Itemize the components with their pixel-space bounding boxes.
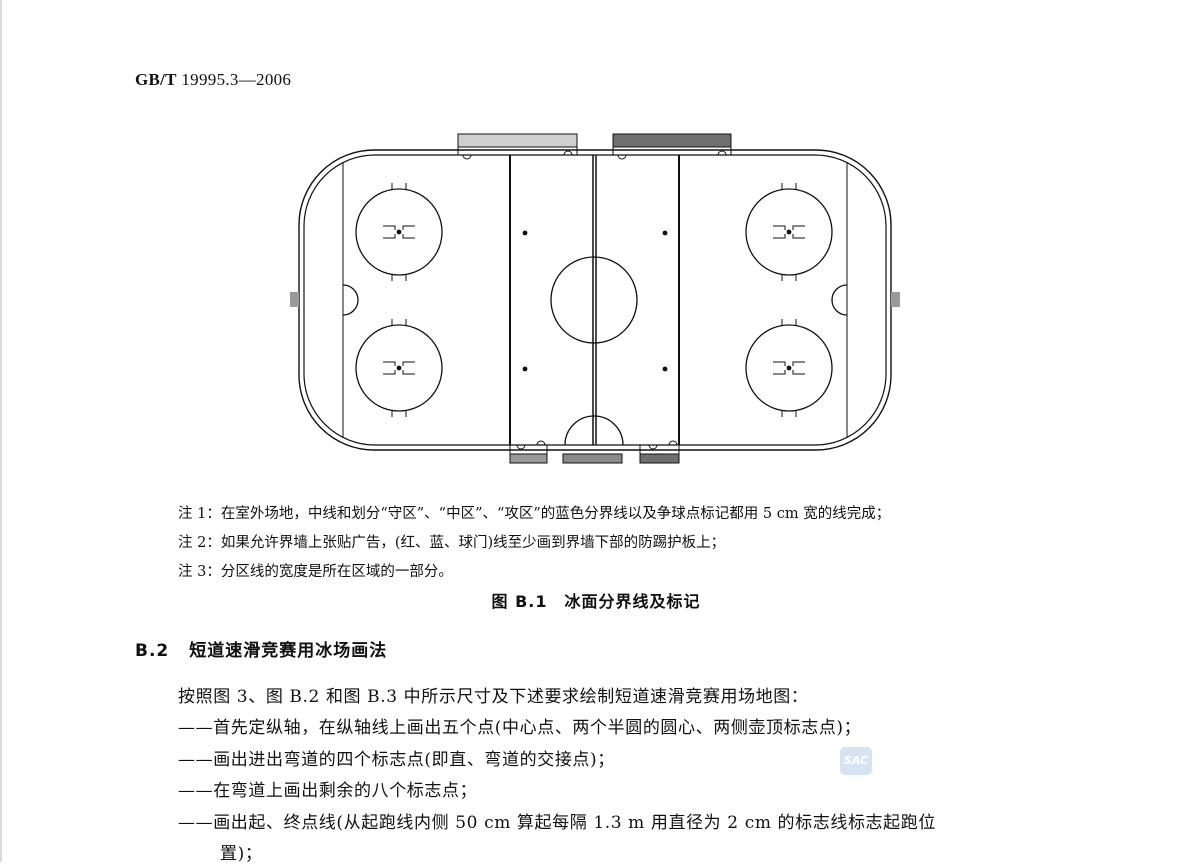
player-bench-left [457, 133, 578, 148]
goal-net-left [290, 292, 299, 307]
neutral-zone-dot [662, 230, 668, 236]
list-item: ——在弯道上画出剩余的八个标志点； [178, 781, 478, 801]
faceoff-dot [786, 229, 792, 235]
page-edge [0, 0, 2, 862]
goal-crease-right [831, 284, 848, 316]
section-heading: B.2 短道速滑竞赛用冰场画法 [135, 636, 387, 661]
rink-outer-board [298, 149, 892, 451]
faceoff-dot [396, 229, 402, 235]
penalty-bench-right [639, 453, 680, 464]
faceoff-dot [396, 365, 402, 371]
faceoff-circle-right-top [745, 188, 833, 276]
note-2: 注 2：如果允许界墙上张贴广告，(红、蓝、球门)线至少画到界墙下部的防踢护板上； [178, 535, 726, 551]
standard-code: GB/T 19995.3—2006 [135, 70, 292, 89]
faceoff-dot [786, 365, 792, 371]
note-3: 注 3：分区线的宽度是所在区域的一部分。 [178, 564, 453, 580]
neutral-zone-dot [662, 366, 668, 372]
center-circle [550, 256, 638, 344]
rink-inner-board [303, 154, 887, 446]
list-item: ——首先定纵轴，在纵轴线上画出五个点(中心点、两个半圆的圆心、两侧壶顶标志点)； [178, 718, 862, 738]
sac-watermark-logo: SAC [840, 747, 872, 775]
list-item: ——画出起、终点线(从起跑线内侧 50 cm 算起每隔 1.3 m 用直径为 2… [178, 813, 936, 833]
neutral-zone-dot [522, 230, 528, 236]
faceoff-circle-left-bottom [355, 324, 443, 412]
figure-caption: 图 B.1 冰面分界线及标记 [491, 592, 701, 611]
player-bench-right [612, 133, 732, 148]
faceoff-circle-left-top [355, 188, 443, 276]
goal-net-right [891, 292, 900, 307]
referee-crease [564, 415, 624, 446]
penalty-bench-left [509, 453, 548, 464]
section-number: B.2 [135, 641, 170, 661]
section-title: 短道速滑竞赛用冰场画法 [189, 641, 388, 661]
faceoff-circle-right-bottom [745, 324, 833, 412]
timekeeper-bench [562, 453, 623, 464]
ice-rink-diagram [290, 133, 900, 464]
neutral-zone-dot [522, 366, 528, 372]
note-1: 注 1：在室外场地，中线和划分“守区”、“中区”、“攻区”的蓝色分界线以及争球点… [178, 506, 891, 522]
paragraph-intro: 按照图 3、图 B.2 和图 B.3 中所示尺寸及下述要求绘制短道速滑竞赛用场地… [178, 687, 809, 707]
goal-crease-left [342, 284, 359, 316]
list-item: ——画出进出弯道的四个标志点(即直、弯道的交接点)； [178, 750, 615, 770]
list-item-continuation: 置)； [220, 844, 263, 864]
